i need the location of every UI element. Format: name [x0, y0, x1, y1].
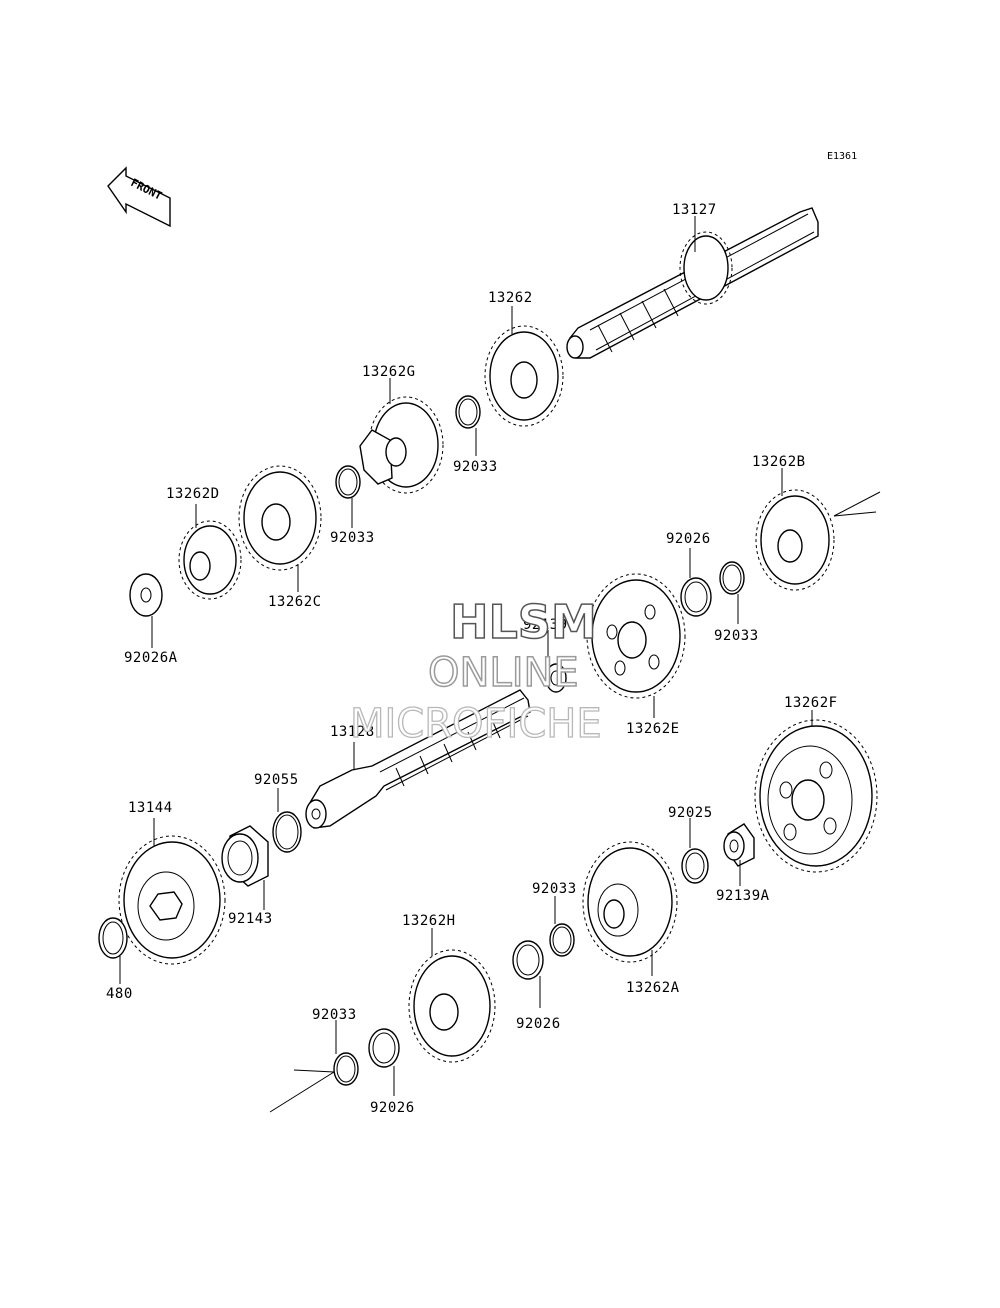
- watermark-line1: HLSM: [450, 595, 597, 649]
- label-13144: 13144: [128, 800, 173, 816]
- label-92055: 92055: [254, 772, 299, 788]
- label-13262H: 13262H: [402, 913, 456, 929]
- label-92033-b: 92033: [330, 530, 375, 546]
- label-92026-a: 92026: [666, 531, 711, 547]
- output-shaft-13127: [566, 207, 819, 359]
- label-13262C: 13262C: [268, 594, 322, 610]
- gear-13262C: [238, 465, 322, 571]
- gear-13262D: [178, 520, 242, 600]
- gear-13262B: [755, 489, 881, 591]
- label-92033-e: 92033: [312, 1007, 357, 1023]
- gear-13262: [484, 325, 564, 427]
- watermark-line2: ONLINE: [428, 650, 579, 696]
- watermark-line3: MICROFICHE: [350, 701, 602, 747]
- circlip-480: [98, 917, 128, 959]
- label-13262E: 13262E: [626, 721, 680, 737]
- circlip-92033-c: [719, 561, 745, 595]
- collar-92139A: [723, 823, 755, 867]
- washer-92026-a: [680, 577, 712, 617]
- label-92033-d: 92033: [532, 881, 577, 897]
- label-13262A: 13262A: [626, 980, 680, 996]
- bearing-92143: [221, 825, 269, 887]
- washer-92026-b: [512, 940, 544, 980]
- label-92139A: 92139A: [716, 888, 770, 904]
- label-92026-c: 92026: [370, 1100, 415, 1116]
- label-92143: 92143: [228, 911, 273, 927]
- washer-92026-c: [368, 1028, 400, 1068]
- sprocket-13144: [118, 835, 226, 965]
- watermark: HLSM ONLINE MICROFICHE: [349, 594, 602, 747]
- label-13262F: 13262F: [784, 695, 838, 711]
- circlip-92033-d: [549, 923, 575, 957]
- o-ring-92055: [272, 811, 302, 853]
- circlip-92033-b: [335, 465, 361, 499]
- label-13262D: 13262D: [166, 486, 220, 502]
- washer-92025: [681, 848, 709, 884]
- label-92026A: 92026A: [124, 650, 178, 666]
- gear-13262A: [582, 841, 678, 963]
- drive-shaft-13128: [305, 689, 531, 829]
- label-13262G: 13262G: [362, 364, 416, 380]
- label-92139: 92139: [523, 617, 568, 633]
- label-13262: 13262: [488, 290, 533, 306]
- label-92033-a: 92033: [453, 459, 498, 475]
- label-13128: 13128: [330, 724, 375, 740]
- collar-92139: [545, 663, 567, 693]
- diagram-code: E1361: [827, 151, 857, 162]
- front-arrow-icon: FRONT: [107, 166, 171, 228]
- label-13262B: 13262B: [752, 454, 806, 470]
- gear-13262F: [754, 719, 878, 873]
- gear-13262G: [359, 396, 444, 494]
- label-92025: 92025: [668, 805, 713, 821]
- gear-13262E: [586, 573, 686, 699]
- circlip-92033-e: [269, 1052, 359, 1113]
- gear-13262H: [408, 949, 496, 1063]
- label-92026-b: 92026: [516, 1016, 561, 1032]
- label-92033-c: 92033: [714, 628, 759, 644]
- label-13127: 13127: [672, 202, 717, 218]
- label-480: 480: [106, 986, 133, 1002]
- washer-92026A: [129, 573, 163, 617]
- circlip-92033-a: [455, 395, 481, 429]
